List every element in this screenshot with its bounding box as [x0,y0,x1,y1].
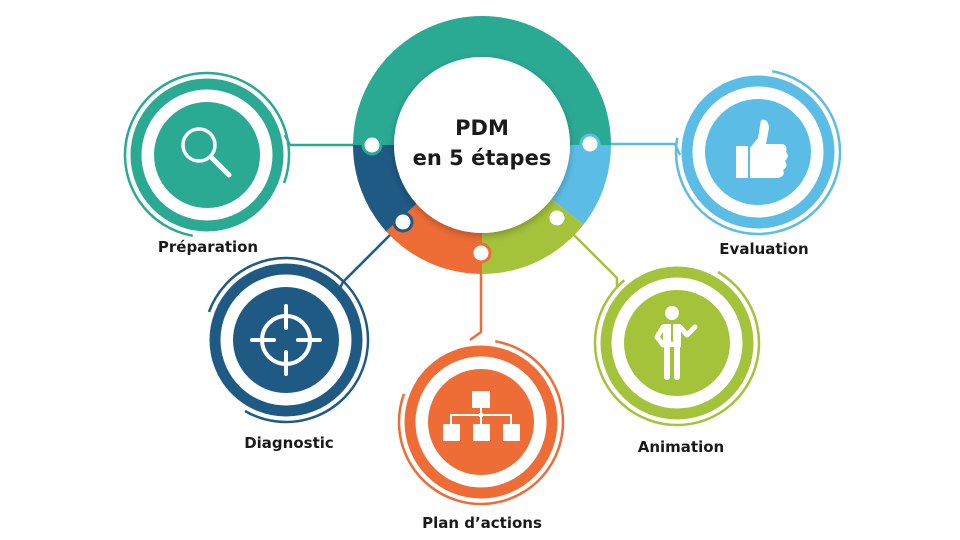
outer-arc [123,71,291,237]
center-title: PDM [455,116,509,140]
label-diagnostic: Diagnostic [244,434,334,452]
ring-dots [361,133,601,264]
outer-arc [674,70,842,236]
ring-segment-preparation [353,16,611,145]
dot-plan [470,242,492,264]
step-preparation [123,71,291,237]
dot-preparation [361,134,383,156]
center-disc: PDM en 5 étapes [394,57,570,233]
org-chart-icon [443,391,520,441]
thick-ring [681,75,835,229]
connector-animation [556,217,619,288]
thumbs-up-icon [736,119,788,178]
icon-disc [154,102,260,208]
thick-ring [600,266,754,420]
dot-evaluation [579,133,601,155]
outer-arc [397,340,565,506]
connector-plan [469,253,483,342]
dot-animation [546,207,568,229]
crosshair-target-icon [250,304,322,376]
presenter-person-icon [654,306,698,380]
label-preparation: Préparation [158,238,258,256]
thick-ring [130,78,284,232]
dot-diagnostic [392,211,414,233]
icon-disc [233,287,339,393]
label-evaluation: Evaluation [719,240,808,258]
ring-segment-diagnostic [353,145,417,232]
label-animation: Animation [638,438,724,456]
ring-segment-evaluation [551,145,611,225]
center-subtitle: en 5 étapes [413,146,552,170]
connector-evaluation [590,142,682,156]
label-plan: Plan d’actions [422,514,542,532]
step-diagnostic [207,256,370,424]
outer-arc [593,270,761,427]
thick-ring [209,263,363,417]
thick-ring [404,345,558,499]
outer-arc [207,256,370,424]
center-white-disc [394,57,570,233]
magnifier-icon [181,127,232,178]
